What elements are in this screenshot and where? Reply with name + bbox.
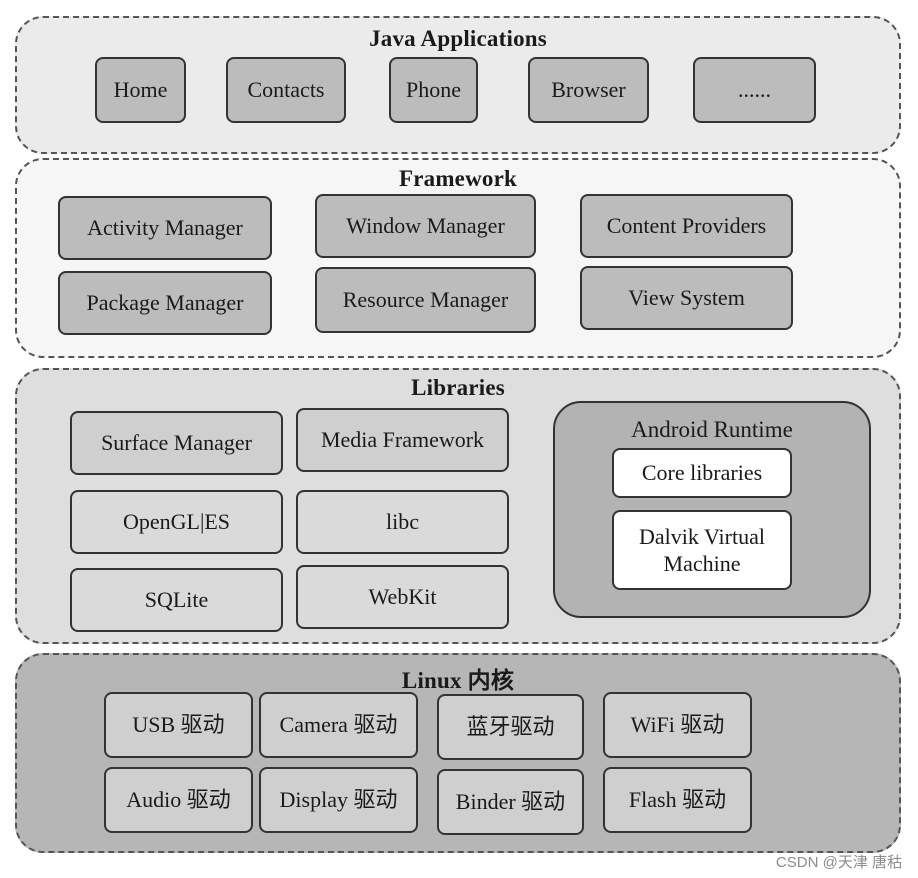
sqlite: SQLite: [70, 568, 283, 632]
audio-driver: Audio 驱动: [104, 767, 253, 833]
java-applications-title: Java Applications: [369, 26, 547, 51]
app-home: Home: [95, 57, 186, 123]
content-providers: Content Providers: [580, 194, 793, 258]
flash-driver: Flash 驱动: [603, 767, 752, 833]
libc: libc: [296, 490, 509, 554]
app-contacts: Contacts: [226, 57, 346, 123]
display-driver: Display 驱动: [259, 767, 418, 833]
watermark: CSDN @天津 唐秙: [775, 854, 902, 871]
linux-kernel-title: Linux 内核: [401, 668, 515, 693]
app-phone: Phone: [389, 57, 478, 123]
app-more: ......: [693, 57, 816, 123]
view-system: View System: [580, 266, 793, 330]
window-manager: Window Manager: [315, 194, 536, 258]
bluetooth-driver: 蓝牙驱动: [437, 694, 584, 760]
core-libraries: Core libraries: [612, 448, 792, 498]
wifi-driver: WiFi 驱动: [603, 692, 752, 758]
media-framework: Media Framework: [296, 408, 509, 472]
app-browser: Browser: [528, 57, 649, 123]
android-runtime-title: Android Runtime: [631, 417, 793, 442]
webkit: WebKit: [296, 565, 509, 629]
activity-manager: Activity Manager: [58, 196, 272, 260]
usb-driver: USB 驱动: [104, 692, 253, 758]
camera-driver: Camera 驱动: [259, 692, 418, 758]
dalvik-virtual-machine: Dalvik Virtual Machine: [612, 510, 792, 590]
package-manager: Package Manager: [58, 271, 272, 335]
binder-driver: Binder 驱动: [437, 769, 584, 835]
framework-title: Framework: [398, 166, 518, 191]
libraries-title: Libraries: [411, 375, 505, 400]
opengl-es: OpenGL|ES: [70, 490, 283, 554]
surface-manager: Surface Manager: [70, 411, 283, 475]
resource-manager: Resource Manager: [315, 267, 536, 333]
